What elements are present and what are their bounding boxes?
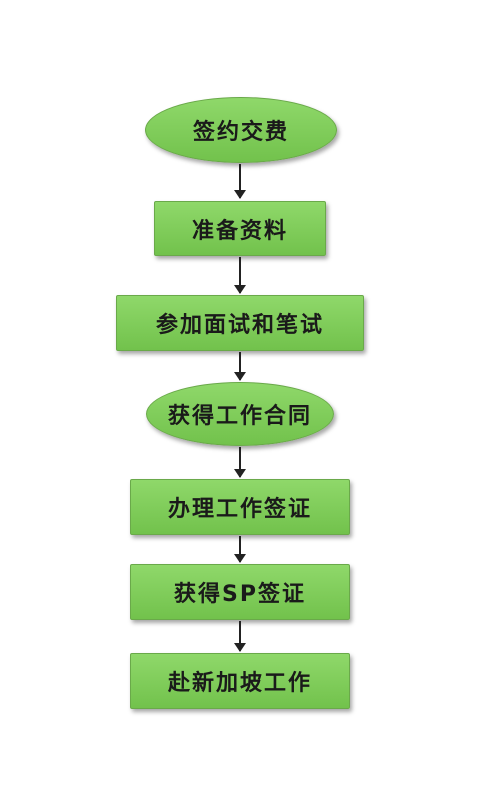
step-label: 办理工作签证 [167,497,312,522]
step-apply-work-visa: 办理工作签证 [130,479,350,535]
step-get-sp-visa: 获得SP签证 [130,564,350,620]
step-label: 参加面试和笔试 [155,313,324,338]
step-sign-and-pay: 签约交费 [145,97,337,163]
step-label: 准备资料 [191,218,288,244]
arrow-2 [234,257,246,294]
step-label: 赴新加坡工作 [167,671,312,696]
arrow-5 [234,536,246,563]
arrow-3 [234,352,246,381]
step-go-to-singapore: 赴新加坡工作 [130,653,350,709]
step-label: 获得工作合同 [167,404,312,429]
step-prepare-documents: 准备资料 [154,201,326,256]
arrow-1 [234,164,246,199]
step-get-work-contract: 获得工作合同 [146,382,334,446]
arrow-4 [234,447,246,478]
arrow-6 [234,621,246,652]
step-label: 签约交费 [192,120,289,145]
step-label: 获得SP签证 [174,582,306,607]
step-interview-and-exam: 参加面试和笔试 [116,295,364,351]
